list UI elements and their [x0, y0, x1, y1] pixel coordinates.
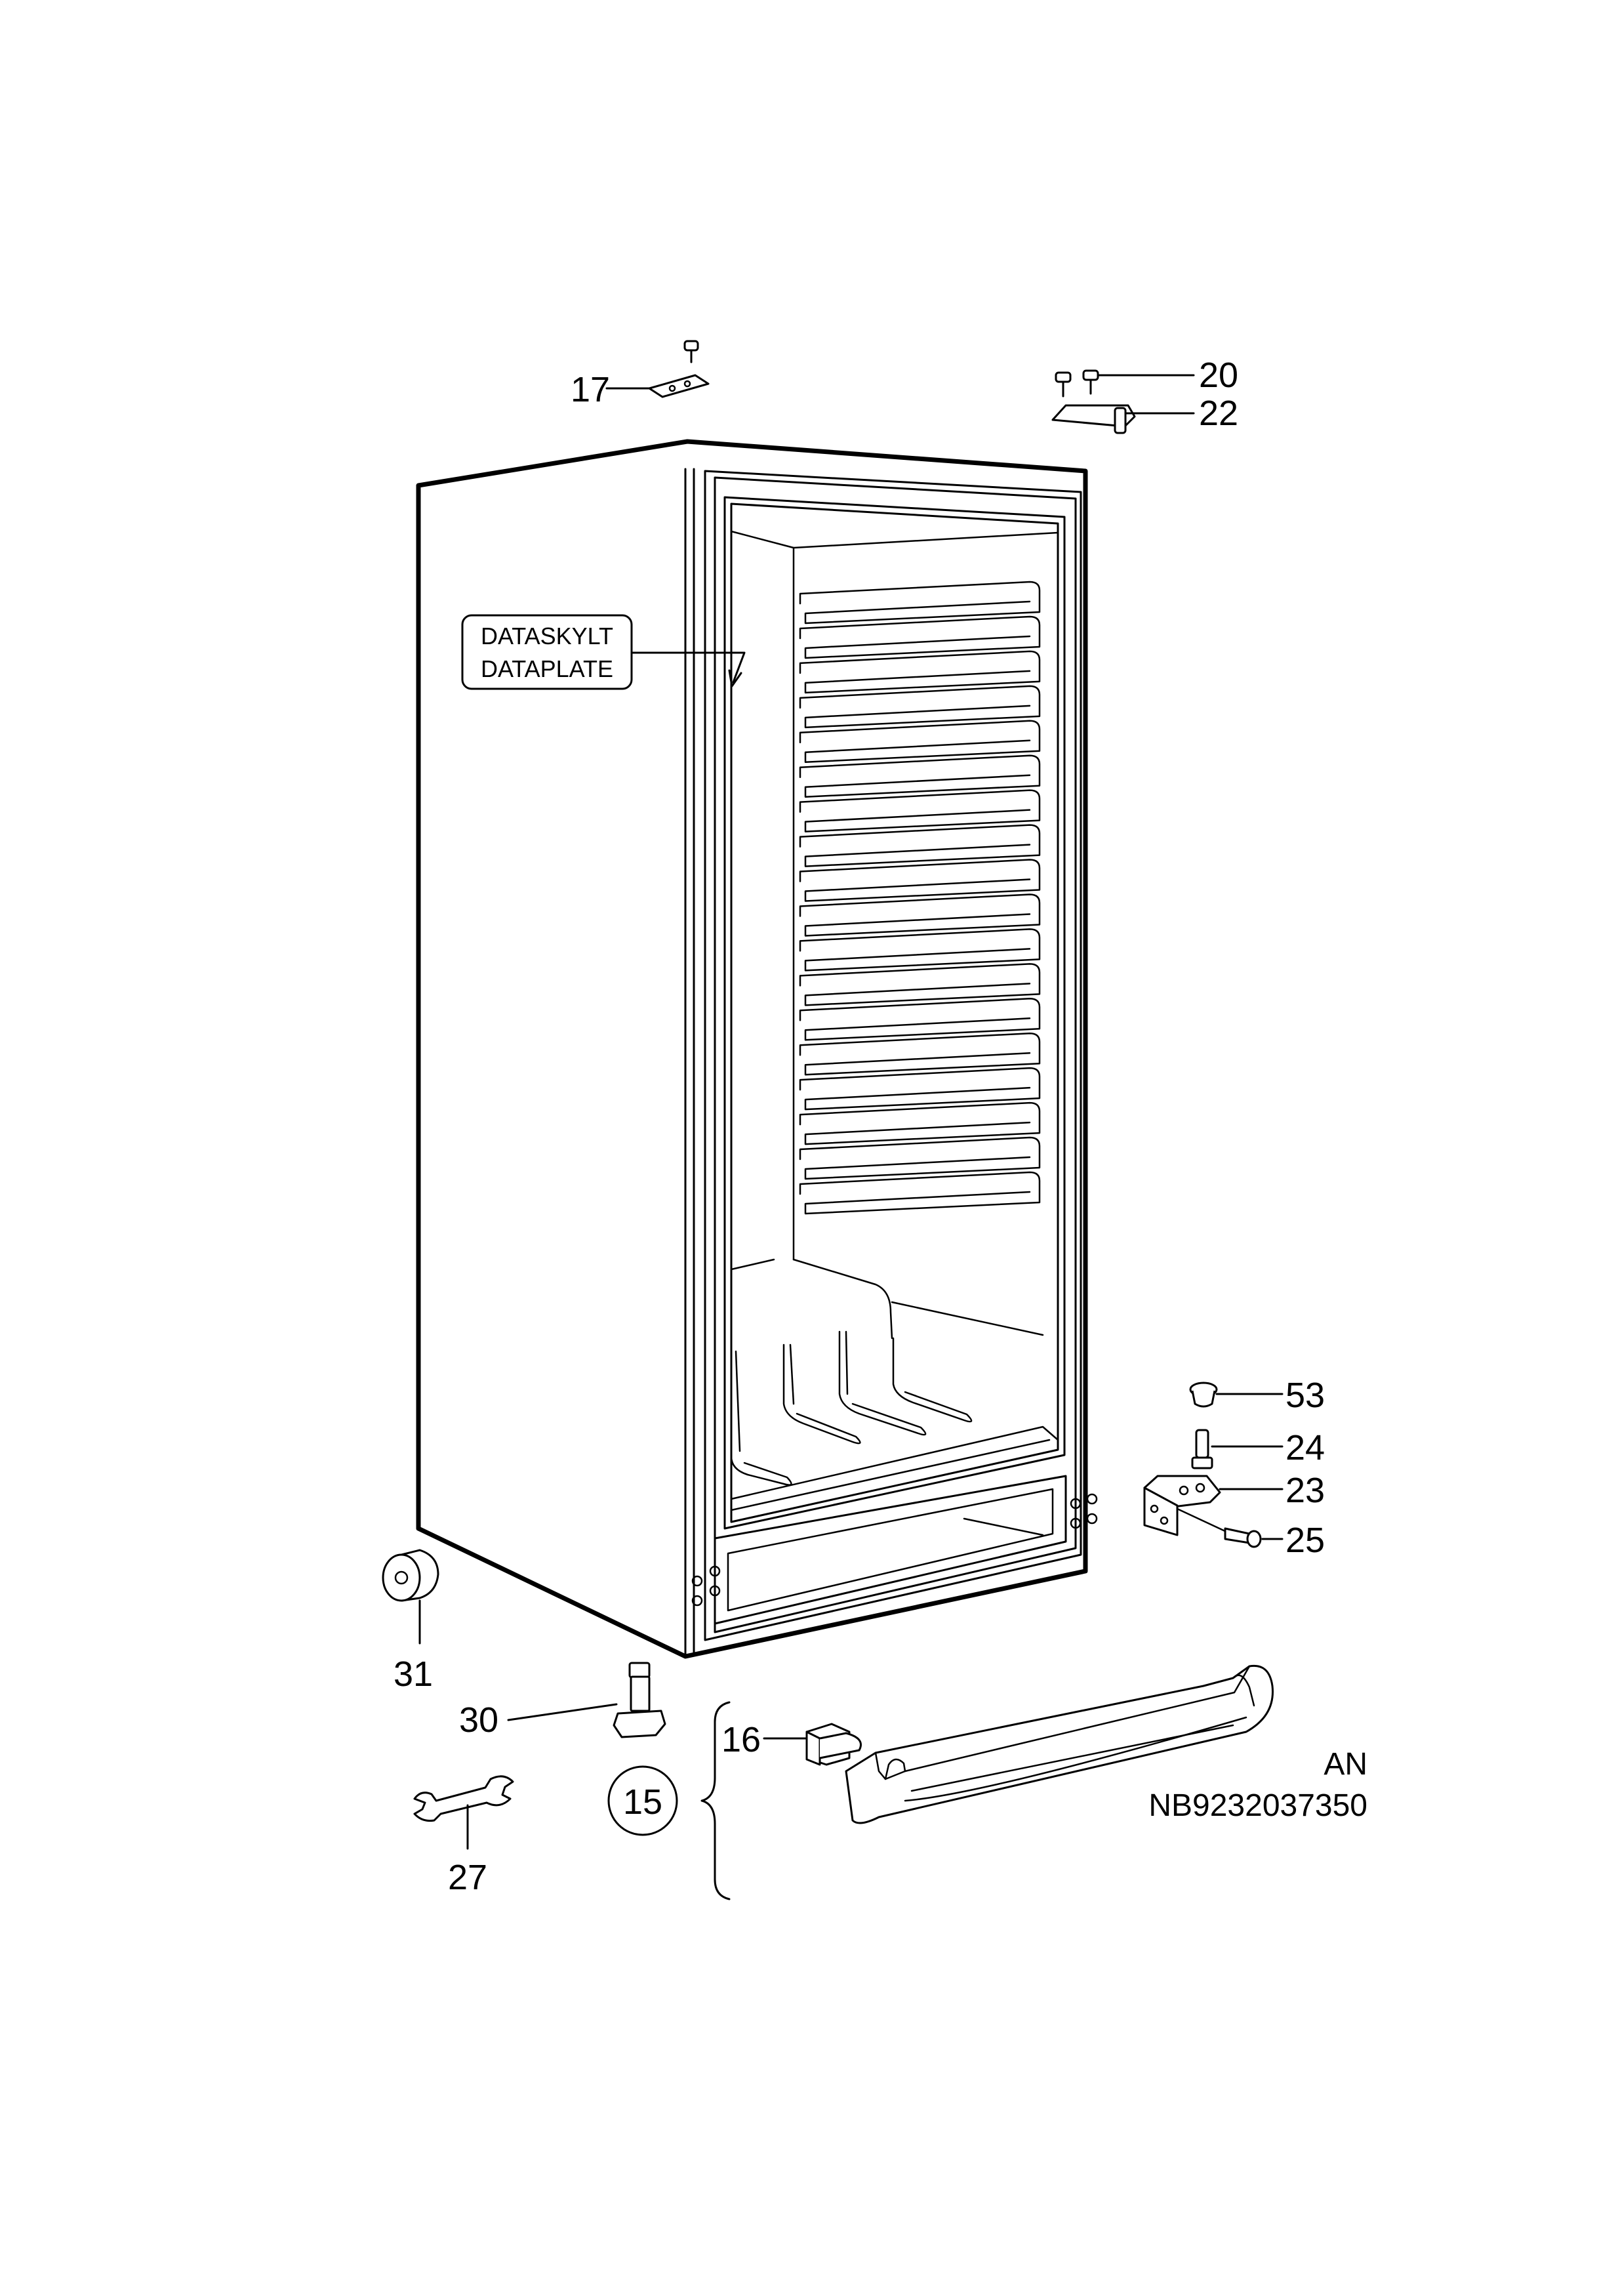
callout-20: 20 [1199, 356, 1238, 395]
back-wall [730, 530, 795, 1261]
shelf-rail [799, 685, 1041, 729]
doc-code-line-2: NB9232037350 [1148, 1788, 1367, 1823]
group-15: 15 [607, 1701, 731, 1900]
shelf-rail [799, 928, 1041, 972]
data-plate: DATASKYLT DATAPLATE [461, 614, 746, 690]
callout-22: 22 [1199, 394, 1238, 433]
callout-23: 23 [1285, 1471, 1325, 1510]
cabinet-outline [416, 439, 1088, 1659]
data-plate-label-1: DATASKYLT [481, 623, 613, 649]
shelf-rail [799, 824, 1041, 867]
part-30-adjustable-foot: 30 [459, 1662, 666, 1740]
hinge-holes [691, 1493, 1098, 1607]
shelf-rail [799, 998, 1041, 1041]
shelf-rails [799, 581, 1041, 1215]
shelf-rail [799, 754, 1041, 798]
inner-liner [723, 496, 1066, 1530]
evaporator-coils [730, 1330, 973, 1486]
cabinet [416, 439, 1098, 1659]
shelf-rail [799, 859, 1041, 902]
shelf-rail [799, 650, 1041, 694]
callout-24: 24 [1285, 1428, 1325, 1467]
part-20-22-top-hinge: 20 22 [1051, 356, 1238, 434]
shelf-rail [799, 1101, 1041, 1145]
shelf-rail [799, 1067, 1041, 1111]
callout-16: 16 [721, 1720, 761, 1759]
group-15-bracket [700, 1701, 731, 1900]
lower-hinge-assembly: 53 24 23 25 [1143, 1376, 1325, 1560]
data-plate-label-2: DATAPLATE [481, 655, 613, 682]
part-31-foot-pad: 31 [382, 1549, 439, 1694]
shelf-rail [799, 893, 1041, 937]
callout-53: 53 [1285, 1376, 1325, 1415]
shelf-rail [799, 963, 1041, 1006]
shelf-rail [799, 1171, 1041, 1215]
callout-27: 27 [448, 1858, 487, 1897]
document-code: AN NB9232037350 [1148, 1747, 1367, 1823]
door-handle-bar [845, 1664, 1274, 1824]
callout-17: 17 [571, 370, 610, 409]
shelf-rail [799, 789, 1041, 832]
callout-31: 31 [394, 1654, 433, 1694]
doc-code-line-1: AN [1324, 1747, 1367, 1782]
shelf-rail [799, 581, 1041, 625]
door-frame [704, 470, 1082, 1641]
shelf-rail [799, 1032, 1041, 1076]
shelf-rail [799, 720, 1041, 764]
part-17-top-cap: 17 [571, 340, 710, 409]
part-16-handle-cap: 16 [721, 1720, 862, 1766]
callout-30: 30 [459, 1700, 498, 1740]
callout-25: 25 [1285, 1521, 1325, 1560]
part-27-wrench: 27 [413, 1775, 514, 1897]
shelf-rail [799, 615, 1041, 659]
shelf-rail [799, 1136, 1041, 1180]
group-15-label: 15 [623, 1782, 662, 1822]
group-15-circle [607, 1765, 678, 1836]
